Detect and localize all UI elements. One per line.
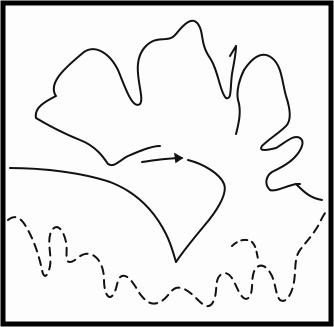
paper-background (3, 3, 331, 324)
